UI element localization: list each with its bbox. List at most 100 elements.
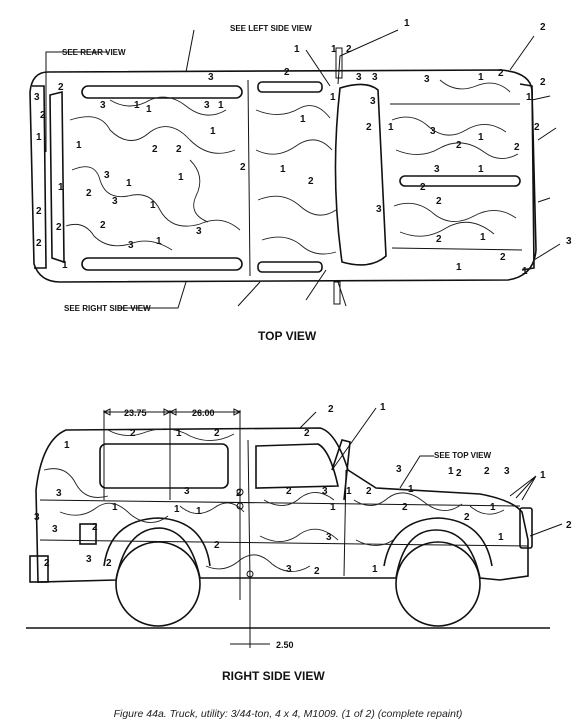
camo-color-number: 1: [36, 132, 42, 143]
camo-color-number: 1: [408, 484, 414, 495]
roof-rail-left: [81, 85, 243, 99]
camo-color-number: 1: [58, 182, 64, 193]
camo-color-number: 1: [522, 266, 528, 277]
camouflage-pattern: [65, 79, 519, 255]
camo-color-number: 3: [356, 72, 362, 83]
camo-color-number: 1: [64, 440, 70, 451]
tail-light: [79, 523, 97, 545]
camo-color-number: 1: [478, 72, 484, 83]
hood-vent: [399, 175, 521, 187]
camo-color-number: 1: [540, 470, 546, 481]
camo-color-number: 2: [308, 176, 314, 187]
camo-color-number: 2: [176, 144, 182, 155]
camo-color-number: 3: [434, 164, 440, 175]
camo-color-number: 3: [204, 100, 210, 111]
dimension-23-75: 23.75: [124, 408, 147, 418]
side-view: 23.75 26.00 2.50 SEE TOP VIEW RIGHT SIDE…: [26, 402, 572, 683]
camo-color-number: 2: [456, 468, 462, 479]
camo-color-number: 2: [58, 82, 64, 93]
hood-seam-lower: [391, 247, 523, 251]
figure-caption: Figure 44a. Truck, utility: 3/44-ton, 4 …: [113, 708, 463, 720]
camo-color-number: 2: [44, 558, 50, 569]
camo-color-number: 2: [152, 144, 158, 155]
door-window: [255, 443, 339, 489]
camo-color-number: 2: [514, 142, 520, 153]
rear-wheel: [115, 541, 201, 627]
rear-side-window: [99, 443, 229, 489]
camo-color-number: 2: [346, 44, 352, 55]
camo-color-number: 1: [490, 502, 496, 513]
camo-color-number: 2: [40, 110, 46, 121]
camo-color-number: 3: [208, 72, 214, 83]
camo-color-number: 2: [540, 77, 546, 88]
camo-color-number: 3: [326, 532, 332, 543]
camo-color-number: 3: [128, 240, 134, 251]
camo-color-number: 2: [130, 428, 136, 439]
camo-color-number: 1: [456, 262, 462, 273]
camo-color-number: 1: [174, 504, 180, 515]
camo-color-number: 1: [280, 164, 286, 175]
camo-color-number: 3: [56, 488, 62, 499]
camo-color-number: 1: [448, 466, 454, 477]
camo-color-number: 3: [322, 486, 328, 497]
camo-color-number: 2: [314, 566, 320, 577]
camo-color-number: 2: [36, 206, 42, 217]
rear-window: [49, 90, 65, 264]
camo-color-number: 1: [62, 260, 68, 271]
camo-color-number: 1: [294, 44, 300, 55]
camo-color-number: 2: [436, 196, 442, 207]
see-left-side-view-label: SEE LEFT SIDE VIEW: [230, 24, 312, 33]
camo-color-number: 3: [34, 92, 40, 103]
dimension-26-00: 26.00: [192, 408, 215, 418]
door-rear-edge: [247, 439, 251, 579]
camo-color-number: 1: [380, 402, 386, 413]
camo-color-number: 1: [196, 506, 202, 517]
camo-color-number: 1: [498, 532, 504, 543]
camo-color-number: 1: [478, 132, 484, 143]
camo-color-number: 2: [284, 67, 290, 78]
camo-color-number: 2: [214, 428, 220, 439]
front-wheel: [395, 541, 481, 627]
see-rear-view-label: SEE REAR VIEW: [62, 48, 126, 57]
camo-color-number: 1: [76, 140, 82, 151]
camo-color-number: 3: [86, 554, 92, 565]
camo-color-number: 2: [86, 188, 92, 199]
camo-color-number: 1: [210, 126, 216, 137]
top-view-body-outline: [29, 69, 537, 283]
front-grille: [519, 83, 535, 271]
side-camouflage-pattern: [43, 428, 505, 572]
body-beltline: [39, 499, 521, 507]
top-view-leaders: [45, 29, 561, 309]
camo-color-number: 1: [346, 486, 352, 497]
side-view-leaders: [299, 407, 563, 537]
camo-color-number: 3: [34, 512, 40, 523]
camo-color-number: 1: [178, 172, 184, 183]
camo-color-number: 3: [430, 126, 436, 137]
camo-color-number: 2: [540, 22, 546, 33]
right-mirror: [257, 261, 323, 273]
camo-color-number: 3: [566, 236, 572, 247]
camo-color-number: 3: [104, 170, 110, 181]
front-wheel-arch: [383, 517, 493, 567]
camo-color-number: 2: [328, 404, 334, 415]
camo-color-number: 2: [566, 520, 572, 531]
camo-color-number: 2: [214, 540, 220, 551]
camo-color-number: 2: [240, 162, 246, 173]
camo-color-number: 1: [112, 502, 118, 513]
camo-color-number: 3: [396, 464, 402, 475]
camo-color-number: 2: [456, 140, 462, 151]
side-mirror: [331, 439, 351, 501]
camo-color-number: 3: [112, 196, 118, 207]
camo-color-number: 1: [331, 44, 337, 55]
dimension-2-50: 2.50: [276, 640, 294, 650]
camo-color-number: 2: [420, 182, 426, 193]
camo-color-number: 1: [146, 104, 152, 115]
camo-color-number: 1: [126, 178, 132, 189]
camo-color-number: 3: [504, 466, 510, 477]
cab-line: [247, 79, 251, 277]
left-mirror: [257, 81, 323, 93]
body-lower-line: [39, 539, 529, 547]
